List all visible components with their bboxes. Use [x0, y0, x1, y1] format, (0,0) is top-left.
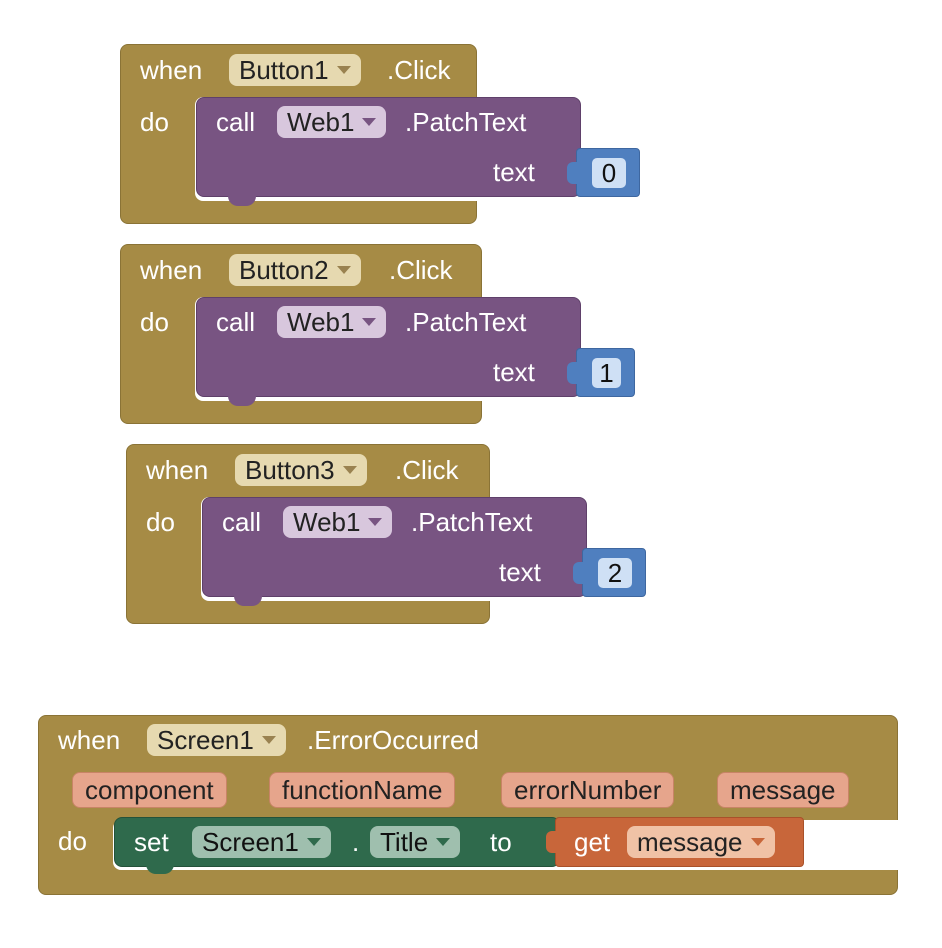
chevron-down-icon	[368, 518, 383, 526]
number-value[interactable]: 0	[592, 158, 626, 188]
component-name: Button2	[239, 255, 329, 285]
chevron-down-icon	[362, 318, 377, 326]
number-value[interactable]: 2	[598, 558, 632, 588]
do-label: do	[140, 107, 169, 137]
call-label: call	[216, 107, 256, 137]
when-label: when	[140, 55, 203, 85]
when-label: when	[146, 455, 209, 485]
component-dropdown-button1[interactable]: Button1	[229, 54, 361, 86]
event-parameter-errornumber[interactable]: errorNumber	[501, 772, 675, 808]
to-label: to	[490, 827, 512, 857]
property-dropdown-title[interactable]: Title	[370, 826, 461, 858]
block-connector-notch	[228, 394, 256, 406]
component-name: Button1	[239, 55, 329, 85]
puzzle-connector	[573, 562, 585, 584]
event-name: .Click	[389, 255, 453, 285]
do-label: do	[58, 826, 87, 856]
setter-block-screen1-title[interactable]	[114, 817, 560, 867]
component-dropdown-screen1[interactable]: Screen1	[147, 724, 286, 756]
component-dropdown-screen1[interactable]: Screen1	[192, 826, 331, 858]
chevron-down-icon	[436, 838, 451, 846]
when-label: when	[58, 725, 121, 755]
component-dropdown-web1[interactable]: Web1	[277, 106, 387, 138]
chevron-down-icon	[362, 118, 377, 126]
set-label: set	[134, 827, 169, 857]
puzzle-connector	[567, 362, 579, 384]
event-name: .Click	[395, 455, 459, 485]
block-connector-notch	[228, 194, 256, 206]
chevron-down-icon	[261, 736, 276, 744]
when-label: when	[140, 255, 203, 285]
number-block[interactable]: 2	[573, 548, 646, 597]
call-block-web1-patchtext[interactable]	[196, 297, 581, 397]
do-label: do	[146, 507, 175, 537]
component-dropdown-web1[interactable]: Web1	[283, 506, 393, 538]
call-label: call	[222, 507, 262, 537]
chevron-down-icon	[342, 466, 357, 474]
number-block[interactable]: 0	[567, 148, 640, 197]
argument-label-text: text	[493, 357, 535, 387]
component-name: Web1	[287, 107, 355, 137]
call-block-web1-patchtext[interactable]	[202, 497, 587, 597]
component-dropdown-button3[interactable]: Button3	[235, 454, 367, 486]
event-name: .Click	[387, 55, 451, 85]
component-name: Web1	[287, 307, 355, 337]
call-label: call	[216, 307, 256, 337]
block-connector-notch	[234, 594, 262, 606]
get-label: get	[574, 827, 611, 857]
method-name: .PatchText	[405, 107, 527, 137]
block-connector-notch	[146, 864, 174, 874]
chevron-down-icon	[750, 838, 765, 846]
property-dot: .	[352, 827, 360, 857]
component-name: Button3	[245, 455, 335, 485]
event-parameter-component[interactable]: component	[72, 772, 227, 808]
component-name: Screen1	[157, 725, 254, 755]
variable-name: message	[637, 827, 743, 857]
event-parameter-message[interactable]: message	[717, 772, 849, 808]
argument-label-text: text	[499, 557, 541, 587]
number-value[interactable]: 1	[592, 358, 621, 388]
method-name: .PatchText	[411, 507, 533, 537]
component-dropdown-web1[interactable]: Web1	[277, 306, 387, 338]
puzzle-connector	[567, 162, 579, 184]
event-parameter-functionname[interactable]: functionName	[269, 772, 456, 808]
method-name: .PatchText	[405, 307, 527, 337]
argument-label-text: text	[493, 157, 535, 187]
property-name: Title	[380, 827, 429, 857]
variable-dropdown-message[interactable]: message	[627, 826, 775, 858]
component-name: Web1	[293, 507, 361, 537]
do-label: do	[140, 307, 169, 337]
component-name: Screen1	[202, 827, 299, 857]
chevron-down-icon	[336, 266, 351, 274]
component-dropdown-button2[interactable]: Button2	[229, 254, 361, 286]
chevron-down-icon	[306, 838, 321, 846]
chevron-down-icon	[336, 66, 351, 74]
call-block-web1-patchtext[interactable]	[196, 97, 581, 197]
number-block[interactable]: 1	[567, 348, 635, 397]
puzzle-connector	[546, 831, 558, 853]
event-name: .ErrorOccurred	[307, 725, 479, 755]
